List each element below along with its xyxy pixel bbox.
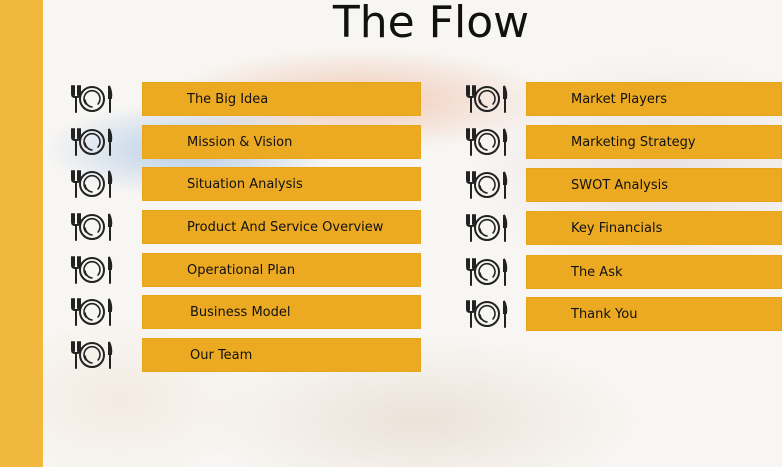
agenda-item-label: Business Model (190, 304, 291, 320)
agenda-item-box[interactable]: Key Financials (526, 211, 782, 245)
agenda-item-box[interactable]: Market Players (526, 82, 782, 116)
agenda-item-label: Mission & Vision (187, 134, 293, 150)
agenda-item-label: Our Team (190, 347, 253, 363)
agenda-item-label: Situation Analysis (187, 176, 303, 192)
agenda-item-box[interactable]: The Ask (526, 255, 782, 289)
plate-fork-knife-icon (465, 170, 509, 200)
plate-fork-knife-icon (70, 255, 114, 285)
agenda-item-box[interactable]: The Big Idea (142, 82, 421, 116)
agenda-item-label: Market Players (571, 91, 668, 107)
plate-fork-knife-icon (70, 212, 114, 242)
accent-sidebar (0, 0, 43, 467)
agenda-item-label: Marketing Strategy (571, 134, 696, 150)
plate-fork-knife-icon (465, 127, 509, 157)
page-title: The Flow (332, 0, 530, 48)
agenda-item-label: The Big Idea (187, 91, 269, 107)
agenda-item-box[interactable]: SWOT Analysis (526, 168, 782, 202)
agenda-item-box[interactable]: Our Team (142, 338, 421, 372)
plate-fork-knife-icon (465, 257, 509, 287)
plate-fork-knife-icon (70, 340, 114, 370)
agenda-item-box[interactable]: Situation Analysis (142, 167, 421, 201)
agenda-item-label: Key Financials (571, 220, 663, 236)
agenda-item-box[interactable]: Product And Service Overview (142, 210, 421, 244)
plate-fork-knife-icon (70, 297, 114, 327)
agenda-item-box[interactable]: Thank You (526, 297, 782, 331)
plate-fork-knife-icon (70, 127, 114, 157)
agenda-item-box[interactable]: Mission & Vision (142, 125, 421, 159)
plate-fork-knife-icon (465, 84, 509, 114)
agenda-item-label: The Ask (571, 264, 623, 280)
agenda-item-box[interactable]: Operational Plan (142, 253, 421, 287)
plate-fork-knife-icon (70, 169, 114, 199)
agenda-item-label: Operational Plan (187, 262, 296, 278)
plate-fork-knife-icon (70, 84, 114, 114)
agenda-item-label: Thank You (571, 306, 638, 322)
plate-fork-knife-icon (465, 299, 509, 329)
plate-fork-knife-icon (465, 213, 509, 243)
agenda-item-box[interactable]: Marketing Strategy (526, 125, 782, 159)
agenda-item-label: SWOT Analysis (571, 177, 668, 193)
agenda-item-box[interactable]: Business Model (142, 295, 421, 329)
agenda-item-label: Product And Service Overview (187, 219, 384, 235)
